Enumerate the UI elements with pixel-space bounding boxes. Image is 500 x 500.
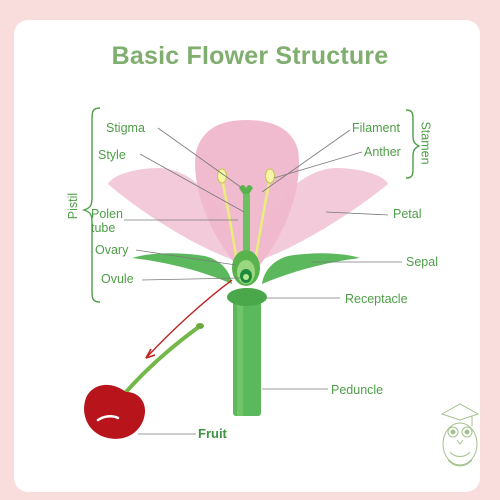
receptacle-label: Receptacle [345,292,408,306]
pistil-group-label: Pistil [66,192,81,220]
stigma-leader [157,127,243,189]
petal-right [254,168,388,262]
style-leader [139,153,245,213]
receptacle-shape [227,288,267,306]
petal-left [108,168,240,262]
fruit-label: Fruit [198,426,227,441]
anther-label: Anther [364,145,401,159]
sepal-right [262,253,360,284]
ovary-to-fruit-arrow [145,279,233,359]
style-label: Style [98,148,126,162]
sepal-label: Sepal [406,255,438,269]
filament-label: Filament [352,121,400,135]
diagram-title: Basic Flower Structure [111,42,389,70]
petal-label: Petal [393,207,422,221]
stamen-brace [405,109,421,179]
stamen-group-label: Stamen [418,121,433,165]
ovule-leader [141,277,241,281]
petal-leader [325,211,389,216]
ovary-label: Ovary [95,243,129,257]
stigma-label: Stigma [106,121,145,135]
cherry-stem [124,324,202,394]
ovary-leader [135,249,237,266]
style-shape [243,194,250,256]
pistil-brace [81,107,101,303]
polen-tube-label: Polen tube [91,207,123,235]
filament-leader [261,129,351,193]
stigma-shape [239,185,253,194]
peduncle-label: Peduncle [331,383,384,397]
anther-right [265,168,275,184]
cherry-shape [84,384,146,439]
ovule-label: Ovule [101,272,134,286]
anther-leader [273,151,363,179]
owl-watermark-icon [440,403,480,467]
